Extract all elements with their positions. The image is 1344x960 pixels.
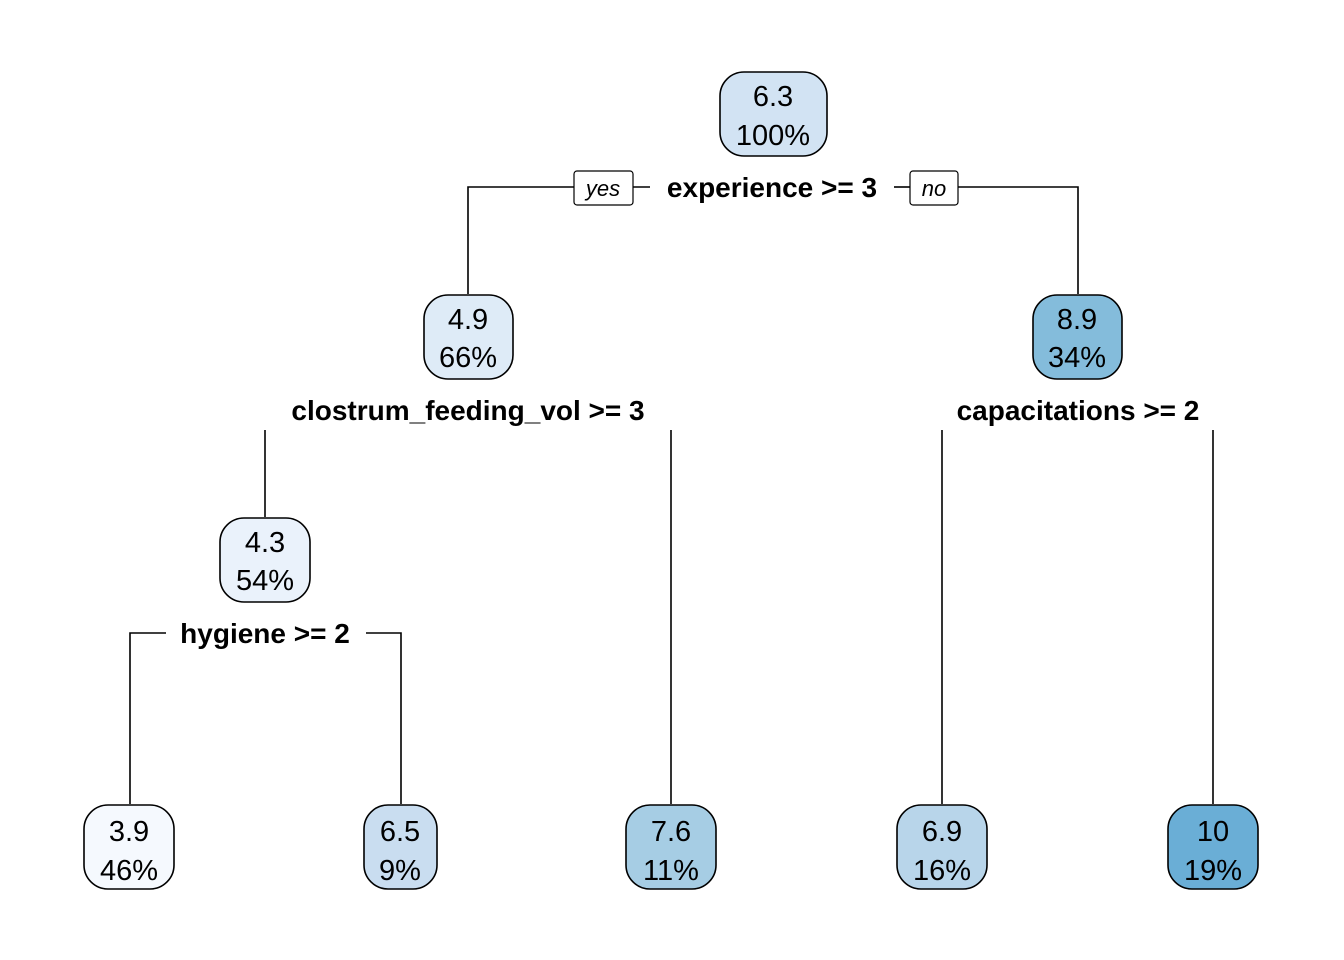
node-percent: 100% bbox=[736, 120, 810, 152]
leaf-node-b: 6.5 9% bbox=[363, 804, 438, 890]
edge-root-left bbox=[467, 186, 574, 294]
node-value: 6.3 bbox=[753, 81, 793, 113]
split-label-left: clostrum_feeding_vol >= 3 bbox=[291, 395, 644, 426]
no-label-text: no bbox=[922, 176, 946, 201]
leaf-node-e: 10 19% bbox=[1167, 804, 1259, 890]
node-value: 10 bbox=[1197, 816, 1229, 848]
node-2: 4.9 66% bbox=[423, 294, 514, 380]
node-percent: 34% bbox=[1048, 342, 1106, 374]
split-label-root: experience >= 3 bbox=[667, 172, 877, 203]
node-percent: 19% bbox=[1184, 855, 1242, 887]
yes-label: yes bbox=[573, 170, 634, 206]
yes-label-text: yes bbox=[584, 176, 620, 201]
node-3: 8.9 34% bbox=[1032, 294, 1123, 380]
node-value: 7.6 bbox=[651, 816, 691, 848]
node-value: 6.5 bbox=[380, 816, 420, 848]
node-percent: 11% bbox=[643, 855, 699, 887]
node-value: 4.3 bbox=[245, 527, 285, 559]
node-percent: 16% bbox=[913, 855, 971, 887]
node-value: 8.9 bbox=[1057, 304, 1097, 336]
edge-root-right bbox=[958, 186, 1079, 294]
node-percent: 66% bbox=[439, 342, 497, 374]
leaf-node-d: 6.9 16% bbox=[896, 804, 988, 890]
node-percent: 54% bbox=[236, 565, 294, 597]
leaf-node-c: 7.6 11% bbox=[625, 804, 717, 890]
edge-n4-right bbox=[366, 632, 402, 804]
node-value: 6.9 bbox=[922, 816, 962, 848]
node-value: 3.9 bbox=[109, 816, 149, 848]
node-percent: 46% bbox=[100, 855, 158, 887]
no-label: no bbox=[909, 170, 959, 206]
node-root: 6.3 100% bbox=[719, 71, 828, 157]
tree-edges bbox=[129, 186, 1214, 804]
node-percent: 9% bbox=[379, 855, 421, 887]
node-4: 4.3 54% bbox=[219, 517, 311, 603]
split-label-right: capacitations >= 2 bbox=[957, 395, 1200, 426]
split-label-left-left: hygiene >= 2 bbox=[180, 618, 350, 649]
edge-n4-left bbox=[129, 632, 166, 804]
leaf-node-a: 3.9 46% bbox=[83, 804, 175, 890]
node-value: 4.9 bbox=[448, 304, 488, 336]
